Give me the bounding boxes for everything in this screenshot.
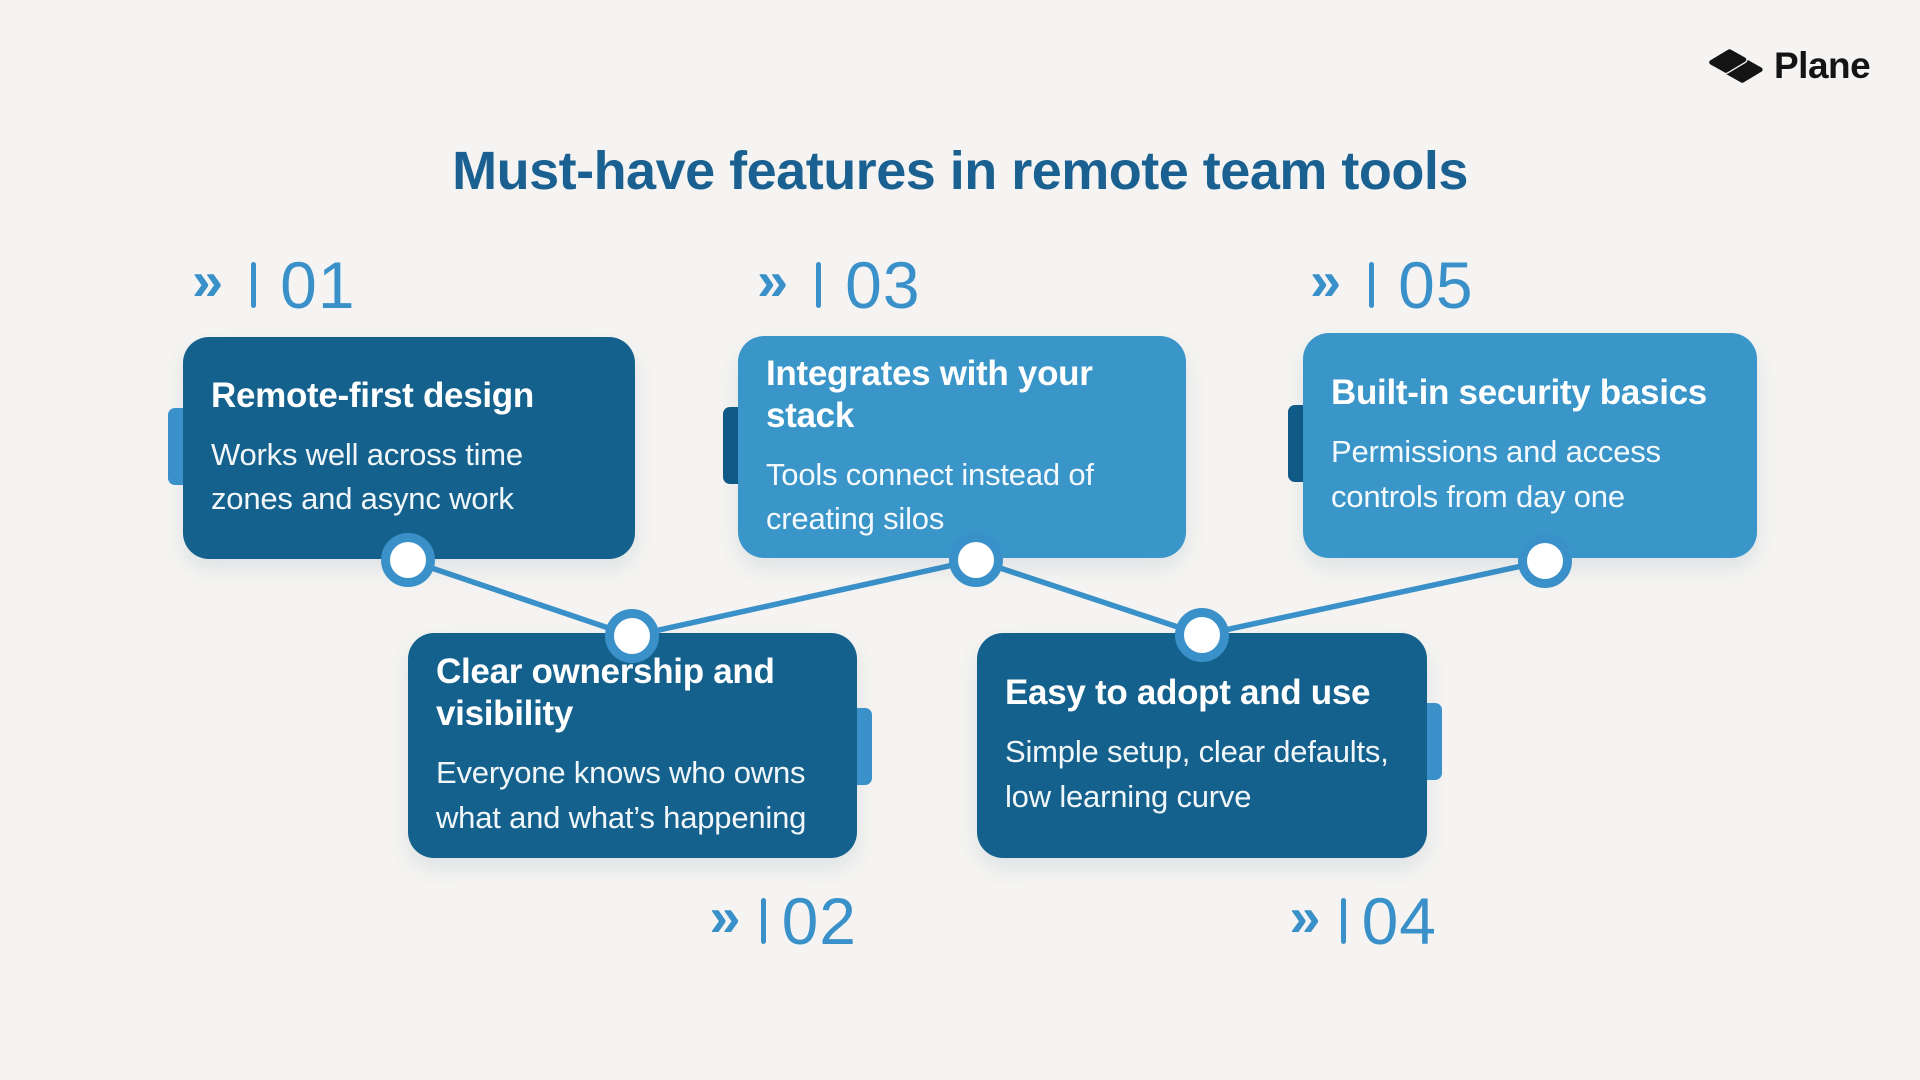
double-chevron-icon: »	[192, 249, 224, 312]
step-number-03: 03	[845, 248, 921, 322]
label-divider	[760, 898, 766, 944]
double-chevron-icon: »	[709, 885, 741, 948]
double-chevron-icon: »	[757, 249, 789, 312]
card-notch	[1288, 405, 1303, 482]
card-title-05: Built-in security basics	[1331, 373, 1707, 413]
step-label-01: » 01	[192, 248, 356, 322]
step-number-04: 04	[1361, 884, 1437, 958]
card-title-01: Remote-first design	[211, 375, 534, 415]
step-number-01: 01	[280, 248, 356, 322]
brand-name: Plane	[1774, 45, 1871, 86]
label-divider	[816, 262, 822, 308]
card-title-04: Easy to adopt and use	[1005, 673, 1371, 713]
step-number-05: 05	[1398, 248, 1474, 322]
step-number-02: 02	[781, 884, 857, 958]
card-notch	[1427, 703, 1442, 780]
connector-node	[381, 533, 435, 587]
connector-node	[949, 533, 1003, 587]
card-notch	[857, 708, 872, 785]
card-body-02: Everyone knows who owns what and what’s …	[436, 755, 807, 835]
step-label-04: » 04	[1289, 884, 1437, 958]
page-title: Must-have features in remote team tools	[452, 141, 1468, 201]
card-notch	[723, 407, 738, 484]
connector-node	[1175, 608, 1229, 662]
label-divider	[251, 262, 257, 308]
card-body-03: Tools connect instead of creating silos	[766, 456, 1094, 536]
card-title-03: Integrates with your stack	[766, 353, 1093, 435]
feature-card-03: Integrates with your stack Tools connect…	[723, 336, 1186, 558]
card-body-04: Simple setup, clear defaults, low learni…	[1005, 734, 1389, 814]
connector-node	[1518, 534, 1572, 588]
card-title-02: Clear ownership and visibility	[436, 652, 775, 734]
label-divider	[1340, 898, 1346, 944]
feature-card-05: Built-in security basics Permissions and…	[1288, 333, 1757, 558]
double-chevron-icon: »	[1310, 249, 1342, 312]
feature-card-01: Remote-first design Works well across ti…	[168, 337, 635, 559]
plane-logo-icon	[1707, 47, 1763, 83]
brand-logo: Plane	[1706, 44, 1871, 88]
step-label-03: » 03	[757, 248, 921, 322]
feature-card-02: Clear ownership and visibility Everyone …	[408, 633, 872, 858]
label-divider	[1369, 262, 1375, 308]
feature-card-04: Easy to adopt and use Simple setup, clea…	[977, 633, 1442, 858]
card-body-05: Permissions and access controls from day…	[1331, 434, 1661, 514]
connector-node	[605, 609, 659, 663]
step-label-05: » 05	[1310, 248, 1474, 322]
card-body-01: Works well across time zones and async w…	[211, 436, 523, 516]
double-chevron-icon: »	[1289, 885, 1321, 948]
step-label-02: » 02	[709, 884, 857, 958]
card-notch	[168, 408, 183, 485]
